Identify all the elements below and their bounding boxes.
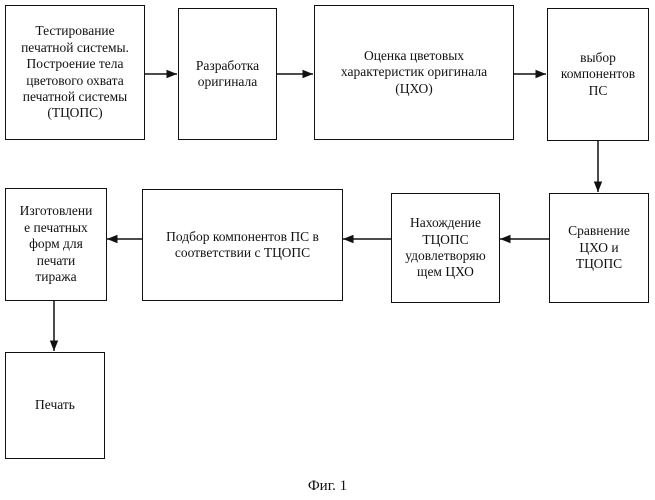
node-find-tcops: Нахождение ТЦОПС удовлетворяю щем ЦХО [391, 193, 500, 303]
node-label: Тестирование печатной системы. Построени… [21, 23, 129, 122]
node-print: Печать [5, 352, 105, 459]
node-compare: Сравнение ЦХО и ТЦОПС [549, 193, 649, 303]
node-label: Подбор компонентов ПС в соответствии с Т… [166, 229, 319, 262]
node-color-evaluation: Оценка цветовых характеристик оригинала … [314, 5, 514, 140]
node-label: Изготовлени е печатных форм для печати т… [20, 203, 93, 285]
node-label: Разработка оригинала [196, 58, 259, 91]
node-label: Нахождение ТЦОПС удовлетворяю щем ЦХО [405, 215, 485, 281]
node-select-components: Подбор компонентов ПС в соответствии с Т… [142, 189, 343, 301]
figure-caption: Фиг. 1 [0, 478, 655, 495]
node-label: Оценка цветовых характеристик оригинала … [341, 48, 487, 97]
node-label: Сравнение ЦХО и ТЦОПС [568, 223, 630, 272]
node-label: Печать [35, 397, 75, 413]
node-original-development: Разработка оригинала [178, 8, 277, 140]
node-label: выбор компонентов ПС [561, 50, 635, 99]
node-component-choice: выбор компонентов ПС [547, 8, 649, 141]
node-make-printing-forms: Изготовлени е печатных форм для печати т… [5, 188, 107, 301]
node-printing-system-testing: Тестирование печатной системы. Построени… [5, 5, 145, 140]
